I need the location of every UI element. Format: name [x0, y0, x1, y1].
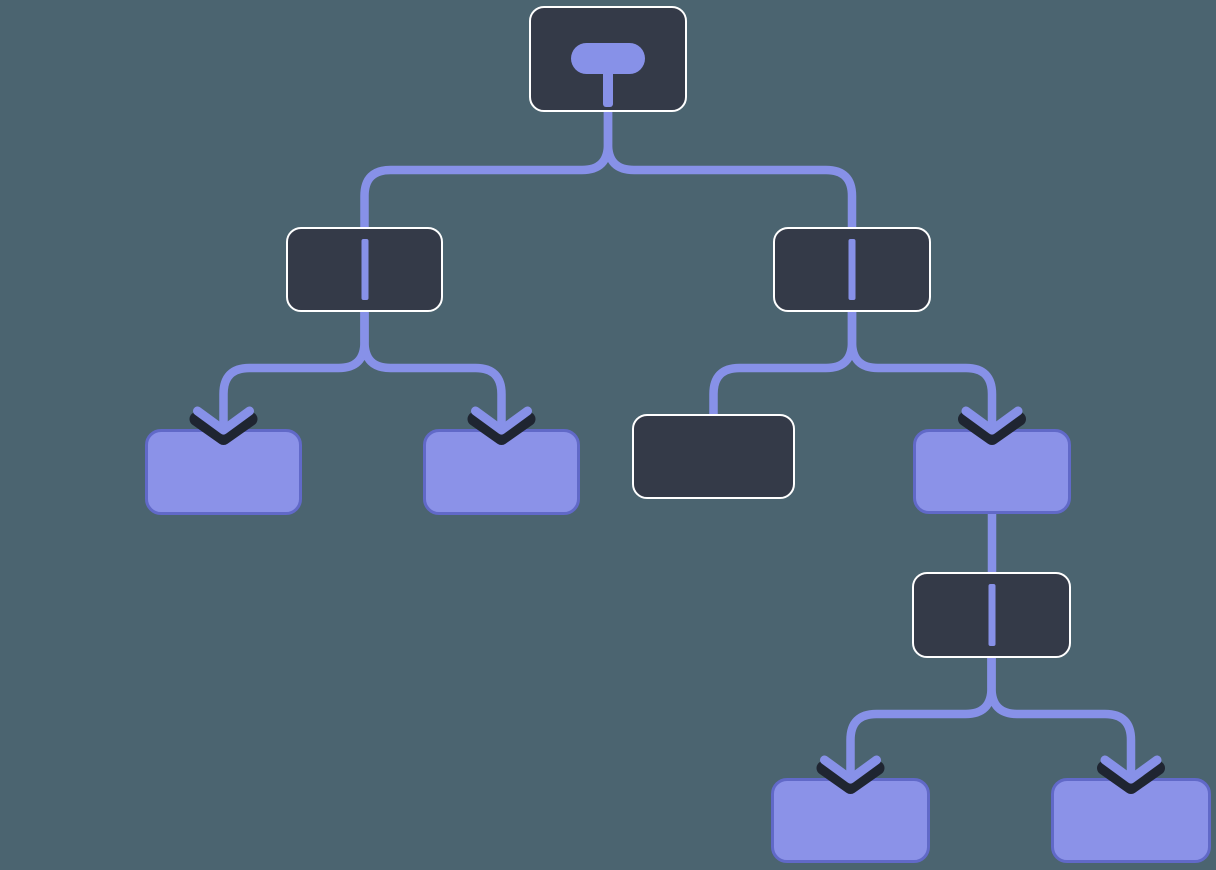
node-leaf-5[interactable] [1051, 778, 1211, 863]
root-pill-icon-stem [603, 70, 613, 107]
pass-through-line [361, 239, 368, 300]
node-leaf-dark[interactable] [632, 414, 795, 499]
node-leaf-4[interactable] [771, 778, 930, 863]
edge-branch-left-to-leaf-1 [219, 310, 369, 431]
node-root[interactable] [529, 6, 687, 112]
root-pill-icon [571, 43, 645, 74]
node-branch-left[interactable] [286, 227, 443, 312]
edge-branch-bottom-to-leaf-4 [846, 656, 996, 780]
edge-branch-right-to-leaf-3 [847, 310, 997, 431]
edge-branch-left-to-leaf-2 [360, 310, 506, 431]
node-leaf-2[interactable] [423, 429, 580, 515]
pass-through-line [848, 239, 856, 300]
pass-through-line [988, 584, 995, 646]
edge-branch-bottom-to-leaf-5 [987, 656, 1136, 780]
edge-branch-right-to-leaf-dark [709, 310, 857, 416]
node-leaf-1[interactable] [145, 429, 302, 515]
edge-root-to-branch-left [360, 110, 613, 229]
node-branch-bottom[interactable] [912, 572, 1071, 658]
node-leaf-3[interactable] [913, 429, 1071, 514]
edge-root-to-branch-right [603, 110, 857, 229]
node-branch-right[interactable] [773, 227, 931, 312]
